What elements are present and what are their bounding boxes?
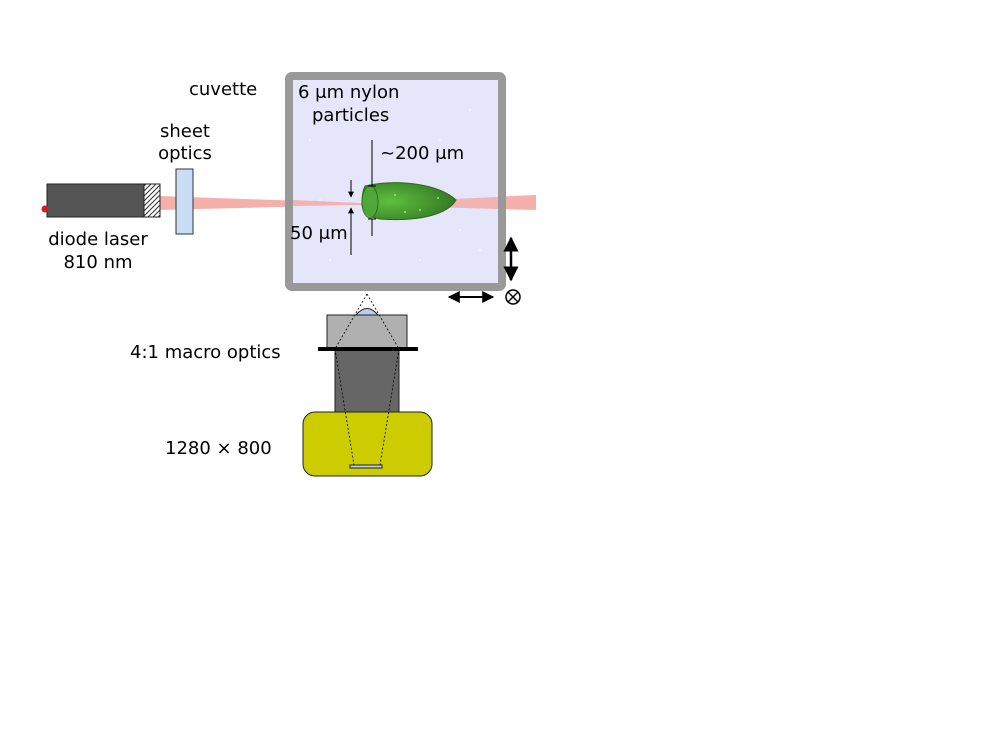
lens-body <box>334 348 400 413</box>
lens-element <box>354 308 380 316</box>
particle-dots <box>309 109 481 261</box>
particles-label-1: 6 μm nylon <box>298 82 399 103</box>
optical-ray-cone <box>334 293 400 466</box>
circle-times-icon <box>505 289 521 305</box>
sheet-optics-label-2: optics <box>158 143 212 164</box>
diode-laser-label-1: diode laser <box>48 229 148 250</box>
diode-laser-label-2: 810 nm <box>63 252 132 273</box>
camera-resolution-label: 1280 × 800 <box>165 438 272 459</box>
lens-top <box>326 314 408 350</box>
camera-sensor <box>349 464 383 469</box>
macro-optics <box>318 308 418 413</box>
cuvette-label: cuvette <box>189 79 257 100</box>
macro-optics-label: 4:1 macro optics <box>130 342 281 363</box>
sheet-width-label: ~200 μm <box>380 143 464 164</box>
laser-aperture <box>143 183 161 218</box>
fluorescence-front <box>361 185 379 219</box>
sheet-optics-plate <box>175 168 194 235</box>
particles-label-2: particles <box>312 105 389 126</box>
diode-laser <box>41 183 161 218</box>
camera-body <box>302 411 433 477</box>
sheet-optics-label-1: sheet <box>160 121 210 142</box>
cuvette-frame <box>285 72 506 291</box>
sheet-thickness-label: 50 μm <box>290 223 348 244</box>
laser-body <box>46 183 145 218</box>
laser-indicator <box>41 205 49 213</box>
